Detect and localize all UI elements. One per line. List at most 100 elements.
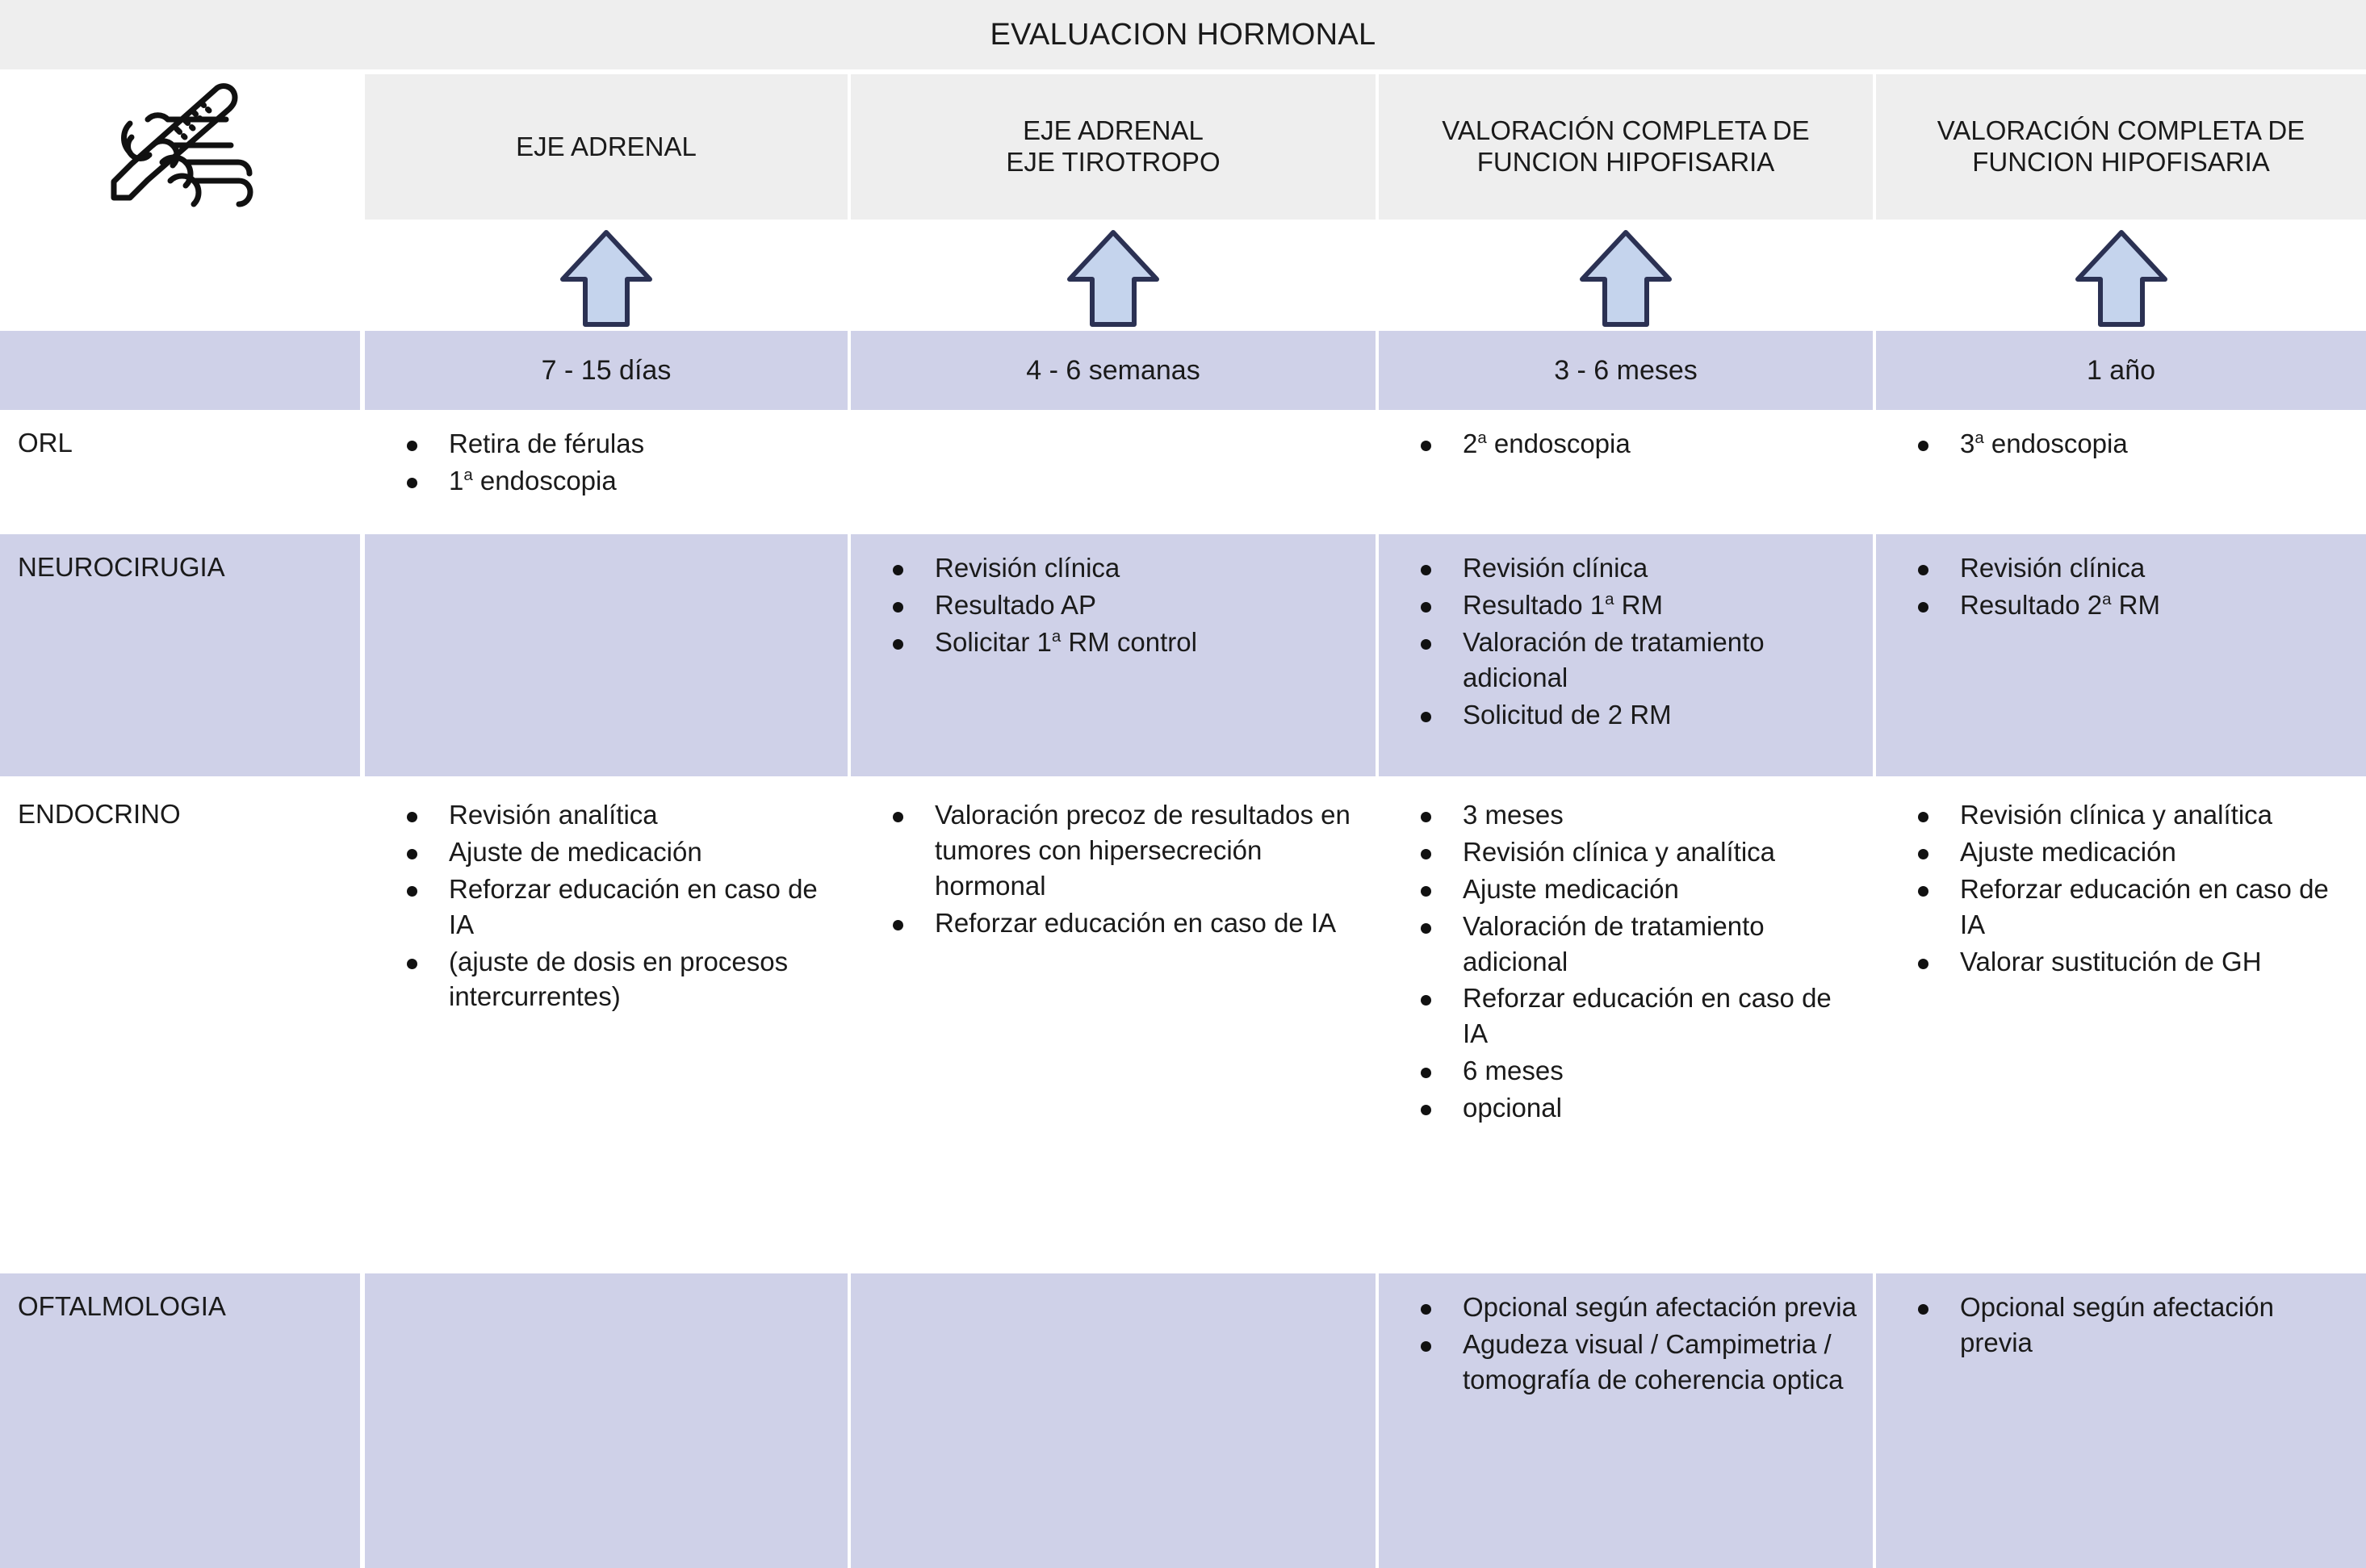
table-row: OFTALMOLOGIA Opcional según afectación pr… [0,1273,2366,1568]
time-period-3: 3 - 6 meses [1379,331,1873,410]
list-item: Valoración de tratamiento adicional [1379,909,1858,980]
list-item: Opcional según afectación previa [1379,1290,1858,1325]
header-column-2-line1: EJE ADRENAL [1023,115,1204,146]
table-cell: Opcional según afectación previa [1876,1273,2366,1568]
time-period-band: 7 - 15 días 4 - 6 semanas 3 - 6 meses 1 … [0,331,2366,410]
list-item: 2a endoscopia [1379,426,1858,462]
header-column-4-line2: FUNCION HIPOFISARIA [1972,147,2270,177]
list-item: Ajuste medicación [1379,872,1858,907]
bullet-list: Valoración precoz de resultados en tumor… [851,781,1376,941]
row-label: OFTALMOLOGIA [18,1291,226,1321]
table-cell [365,534,848,776]
time-period-4: 1 año [1876,331,2366,410]
up-arrow-icon-1 [560,230,652,327]
list-item: 3a endoscopia [1876,426,2351,462]
list-item: Solicitar 1a RM control [851,625,1361,660]
list-item: Solicitud de 2 RM [1379,697,1858,733]
time-period-corner [0,331,360,410]
time-period-1: 7 - 15 días [365,331,848,410]
list-item: Ajuste de medicación [365,834,833,870]
list-item: Reforzar educación en caso de IA [365,872,833,943]
list-item: Reforzar educación en caso de IA [1379,981,1858,1052]
list-item: Revisión clínica [851,550,1361,586]
row-label: ENDOCRINO [18,799,181,829]
time-period-2-label: 4 - 6 semanas [1026,354,1200,386]
table-cell: Valoración precoz de resultados en tumor… [851,781,1376,1269]
list-item: Revisión clínica [1876,550,2351,586]
list-item: Valoración de tratamiento adicional [1379,625,1858,696]
list-item: Ajuste medicación [1876,834,2351,870]
list-item: 3 meses [1379,797,1858,833]
list-item: Reforzar educación en caso de IA [851,905,1361,941]
list-item: (ajuste de dosis en procesos intercurren… [365,944,833,1015]
row-label: ORL [18,428,73,458]
list-item: Revisión clínica y analítica [1876,797,2351,833]
time-period-3-label: 3 - 6 meses [1554,354,1698,386]
header-column-1: EJE ADRENAL [365,74,848,220]
list-item: 1a endoscopia [365,463,833,499]
list-item: Revisión clínica y analítica [1379,834,1858,870]
banner-title: EVALUACION HORMONAL [990,17,1376,52]
row-label: NEUROCIRUGIA [18,552,225,582]
list-item: Valoración precoz de resultados en tumor… [851,797,1361,904]
list-item: Reforzar educación en caso de IA [1876,872,2351,943]
list-item: Valorar sustitución de GH [1876,944,2351,980]
table-cell: 3a endoscopia [1876,410,2366,529]
list-item: Resultado 2a RM [1876,587,2351,623]
header-column-1-line1: EJE ADRENAL [516,131,697,161]
header-column-2-line2: EJE TIROTROPO [1006,147,1221,177]
bullet-list: 3a endoscopia [1876,410,2366,462]
header-column-4-line1: VALORACIÓN COMPLETA DE [1937,115,2305,146]
bullet-list: 2a endoscopia [1379,410,1873,462]
up-arrow-icon-3 [1580,230,1672,327]
header-row: EJE ADRENAL EJE ADRENAL EJE TIROTROPO VA… [0,74,2366,220]
list-item: Retira de férulas [365,426,833,462]
table-cell: 2a endoscopia [1379,410,1873,529]
time-period-2: 4 - 6 semanas [851,331,1376,410]
table-cell [365,1273,848,1568]
row-label-cell: NEUROCIRUGIA [0,534,360,776]
up-arrow-icon-2 [1067,230,1159,327]
list-item: Revisión clínica [1379,550,1858,586]
row-label-cell: ENDOCRINO [0,781,360,1269]
time-period-1-label: 7 - 15 días [541,354,672,386]
row-label-cell: OFTALMOLOGIA [0,1273,360,1568]
table-cell [851,1273,1376,1568]
list-item: Resultado AP [851,587,1361,623]
header-column-3: VALORACIÓN COMPLETA DE FUNCION HIPOFISAR… [1379,74,1873,220]
bullet-list: Opcional según afectación previa [1876,1273,2366,1361]
list-item: 6 meses [1379,1053,1858,1089]
banner: EVALUACION HORMONAL [0,0,2366,69]
table-cell [851,410,1376,529]
list-item: opcional [1379,1090,1858,1126]
header-column-2: EJE ADRENAL EJE TIROTROPO [851,74,1376,220]
list-item: Opcional según afectación previa [1876,1290,2351,1361]
arrow-band [0,220,2366,331]
header-column-3-line2: FUNCION HIPOFISARIA [1476,147,1775,177]
row-label-cell: ORL [0,410,360,529]
header-column-4: VALORACIÓN COMPLETA DE FUNCION HIPOFISAR… [1876,74,2366,220]
list-item: Agudeza visual / Campimetria / tomografí… [1379,1327,1858,1398]
header-column-3-line1: VALORACIÓN COMPLETA DE [1442,115,1810,146]
list-item: Resultado 1a RM [1379,587,1858,623]
hand-holding-syringe-icon [0,74,360,220]
